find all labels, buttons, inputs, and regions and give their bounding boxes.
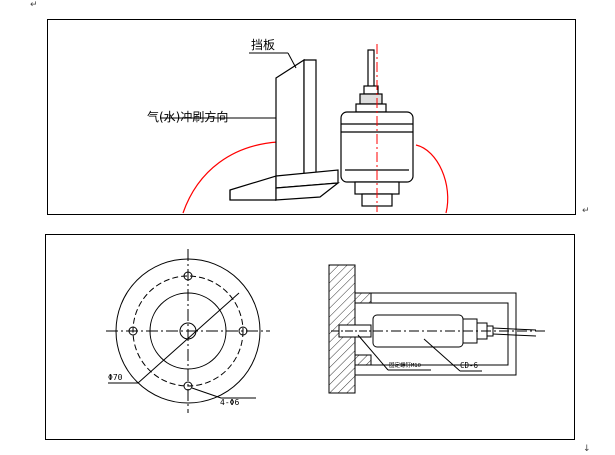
return-mark-mid-right: ↵ bbox=[582, 206, 590, 216]
return-mark-top-left: ↵ bbox=[30, 0, 38, 10]
holes-label: 4-Φ6 bbox=[220, 398, 239, 407]
right-flush-curve bbox=[415, 144, 449, 214]
flush-direction-label: 气(水)冲刷方向 bbox=[147, 109, 228, 124]
section-view bbox=[328, 264, 546, 394]
top-diagram-svg: 挡板 气(水)冲刷方向 bbox=[147, 38, 449, 214]
flange-view bbox=[106, 249, 270, 413]
bottom-diagram-svg: Φ70 4-Φ6 bbox=[106, 249, 546, 413]
bottom-mounting-figure: Φ70 4-Φ6 bbox=[45, 234, 575, 440]
return-mark-bottom-corner: ↓ bbox=[583, 444, 591, 454]
left-flush-curve bbox=[182, 141, 279, 214]
fix-screw-label: 固定螺钉M10 bbox=[389, 361, 421, 369]
baffle-plate bbox=[229, 58, 340, 202]
diameter-label: Φ70 bbox=[108, 373, 123, 382]
baffle-label: 挡板 bbox=[251, 38, 275, 52]
baffle-leader-line bbox=[287, 52, 297, 69]
sensor-assembly bbox=[340, 49, 414, 207]
top-installation-figure: 挡板 气(水)冲刷方向 bbox=[47, 19, 576, 215]
sensor-label: CD-6 bbox=[460, 361, 479, 370]
